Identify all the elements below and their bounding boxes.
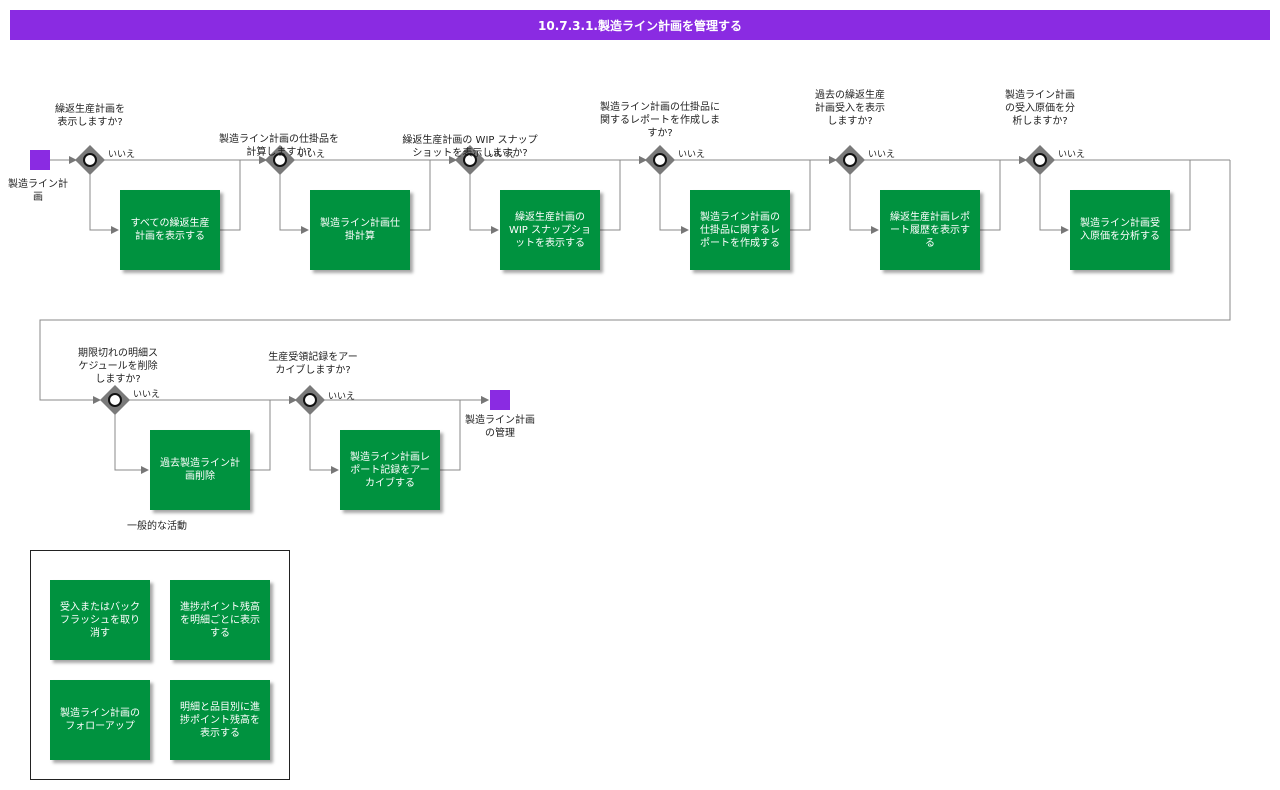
end-event	[490, 390, 510, 410]
common-activities-title: 一般的な活動	[127, 521, 187, 532]
no-label: いいえ	[328, 392, 356, 402]
gateway-1-label: 繰返生産計画を表示しますか?	[55, 104, 125, 128]
no-label: いいえ	[1058, 150, 1086, 160]
no-label: いいえ	[868, 150, 896, 160]
task-view-report-history[interactable]: 繰返生産計画レポート履歴を表示する	[880, 190, 980, 270]
task-delete-past-plans[interactable]: 過去製造ライン計画削除	[150, 430, 250, 510]
gateway-6-label: 製造ライン計画の受入原価を分析しますか?	[1005, 90, 1075, 127]
end-event-label: 製造ライン計画の管理	[465, 415, 535, 439]
common-task-reverse-receipt[interactable]: 受入またはバックフラッシュを取り消す	[50, 580, 150, 660]
no-label: いいえ	[488, 150, 516, 160]
gateway-1	[75, 145, 105, 175]
common-activities-box	[30, 550, 290, 780]
task-calc-wip[interactable]: 製造ライン計画仕掛計算	[310, 190, 410, 270]
gateway-2	[265, 145, 295, 175]
gateway-5-label: 過去の繰返生産計画受入を表示しますか?	[815, 90, 885, 127]
start-event-label: 製造ライン計画	[8, 179, 68, 203]
gateway-5	[835, 145, 865, 175]
no-label: いいえ	[298, 150, 326, 160]
task-view-wip-snapshot[interactable]: 繰返生産計画の WIP スナップショットを表示する	[500, 190, 600, 270]
gateway-6	[1025, 145, 1055, 175]
gateway-7-label: 期限切れの明細スケジュールを削除しますか?	[78, 348, 158, 385]
no-label: いいえ	[133, 390, 161, 400]
common-task-progress-by-item[interactable]: 明細と品目別に進捗ポイント残高を表示する	[170, 680, 270, 760]
no-label: いいえ	[108, 150, 136, 160]
no-label: いいえ	[678, 150, 706, 160]
gateway-4-label: 製造ライン計画の仕掛品に関するレポートを作成しますか?	[600, 102, 720, 139]
gateway-7	[100, 385, 130, 415]
gateway-3-label: 繰返生産計画の WIP スナップショットを表示しますか?	[402, 135, 538, 159]
common-task-progress-by-line[interactable]: 進捗ポイント残高を明細ごとに表示する	[170, 580, 270, 660]
gateway-2-label: 製造ライン計画の仕掛品を計算しますか?	[219, 134, 339, 158]
task-report-wip[interactable]: 製造ライン計画の仕掛品に関するレポートを作成する	[690, 190, 790, 270]
gateway-4	[645, 145, 675, 175]
gateway-8	[295, 385, 325, 415]
gateway-3	[455, 145, 485, 175]
start-event	[30, 150, 50, 170]
task-archive-records[interactable]: 製造ライン計画レポート記録をアーカイブする	[340, 430, 440, 510]
page-title: 10.7.3.1.製造ライン計画を管理する	[10, 10, 1270, 40]
common-task-follow-up[interactable]: 製造ライン計画のフォローアップ	[50, 680, 150, 760]
task-view-all-repetitive-plans[interactable]: すべての繰返生産計画を表示する	[120, 190, 220, 270]
gateway-8-label: 生産受領記録をアーカイブしますか?	[268, 352, 358, 376]
task-analyze-receipt-cost[interactable]: 製造ライン計画受入原価を分析する	[1070, 190, 1170, 270]
